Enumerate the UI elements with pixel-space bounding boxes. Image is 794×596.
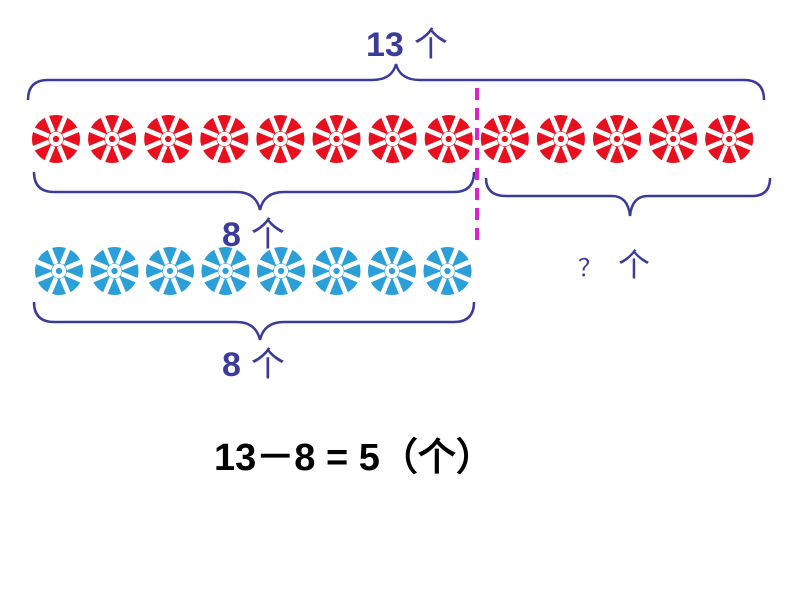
blue-group-label-number: 8 bbox=[222, 346, 241, 384]
unknown-group-label: ？个 bbox=[578, 246, 650, 284]
gear-flower-icon bbox=[705, 115, 754, 163]
gear-flower-icon bbox=[423, 247, 472, 295]
gear-flower-icon bbox=[649, 115, 698, 163]
gear-flower-icon bbox=[257, 247, 305, 295]
gear-flower-icon bbox=[593, 115, 641, 163]
gear-flower-icon bbox=[146, 247, 194, 295]
top-brace bbox=[26, 63, 766, 101]
gear-flower-icon bbox=[144, 115, 193, 163]
red-group-brace bbox=[32, 171, 476, 211]
unknown-label-question: ？ bbox=[578, 254, 602, 282]
gear-flower-icon bbox=[536, 115, 585, 163]
gear-flower-icon bbox=[424, 115, 473, 163]
gear-flower-icon bbox=[368, 115, 417, 163]
unknown-label-unit: 个 bbox=[618, 246, 650, 284]
blue-group-label-unit: 个 bbox=[251, 345, 285, 385]
blue-group-brace bbox=[32, 301, 476, 341]
equation: 13－8 = 5（个） bbox=[214, 437, 494, 479]
gear-flower-icon bbox=[480, 115, 529, 163]
gear-flower-icon bbox=[32, 115, 80, 163]
gear-flower-icon bbox=[201, 247, 250, 295]
red-group-label-unit: 个 bbox=[251, 215, 285, 255]
top-label-number: 13 bbox=[366, 26, 404, 64]
gear-flower-icon bbox=[88, 115, 137, 163]
gear-flower-icon bbox=[35, 247, 83, 295]
gear-flower-icon bbox=[200, 115, 249, 163]
red-group-label-number: 8 bbox=[222, 216, 241, 254]
gear-flower-icon bbox=[90, 247, 139, 295]
red-flower-row bbox=[32, 115, 754, 163]
gear-flower-icon bbox=[368, 247, 416, 295]
gear-flower-icon bbox=[256, 115, 305, 163]
gear-flower-icon bbox=[312, 115, 361, 163]
blue-flower-row bbox=[35, 247, 472, 295]
gear-flower-icon bbox=[312, 247, 361, 295]
unknown-group-brace bbox=[484, 177, 772, 217]
top-label: 13 个 bbox=[366, 25, 448, 65]
top-label-unit: 个 bbox=[414, 25, 448, 65]
